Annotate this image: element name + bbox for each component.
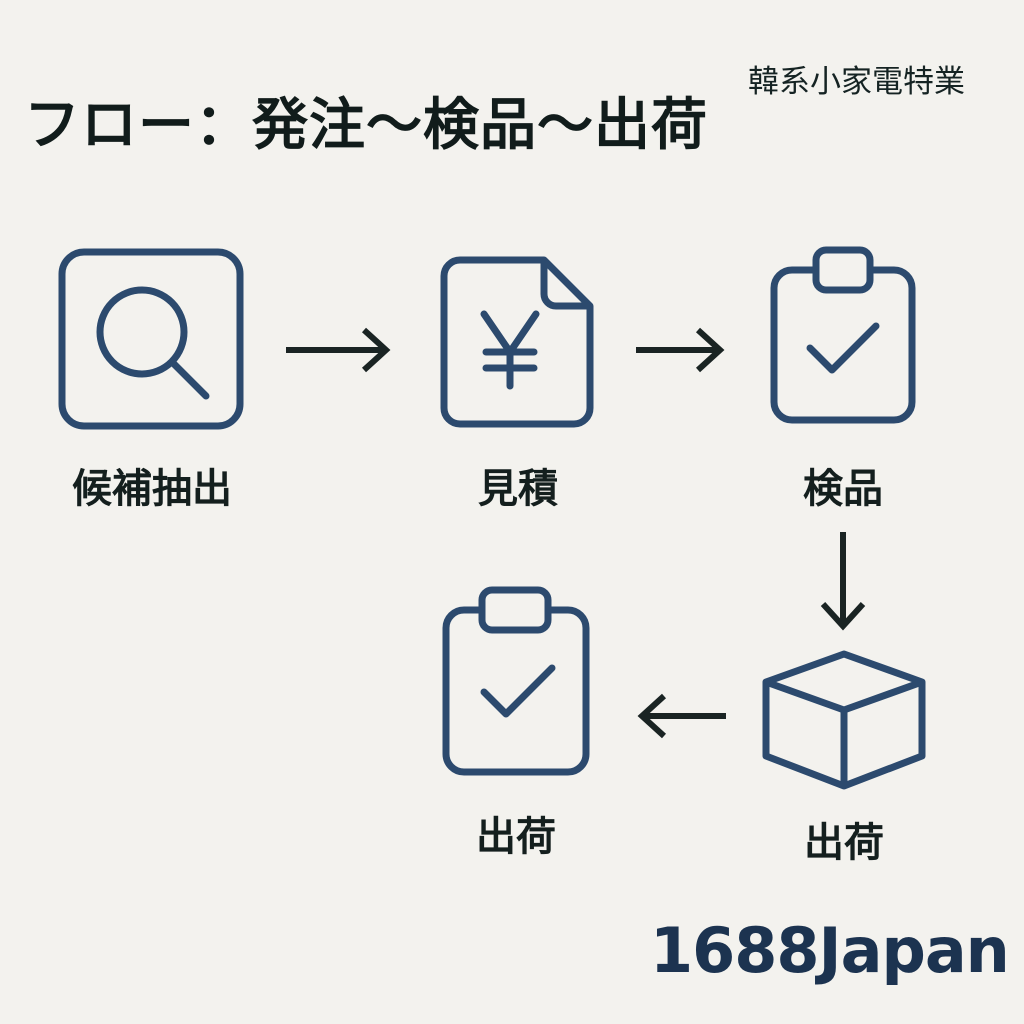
yen-document-icon	[440, 256, 596, 428]
clipboard-check-icon	[770, 246, 916, 426]
step-label-estimate: 見積	[478, 466, 558, 512]
arrow-right-icon	[634, 326, 726, 374]
brand-logo: 1688Japan	[650, 914, 1010, 987]
diagram-subtitle: 韓系小家電特業	[748, 64, 965, 100]
step-label-shipping: 出荷	[804, 820, 884, 866]
clipboard-check-icon	[442, 586, 590, 776]
arrow-left-icon	[636, 692, 728, 740]
diagram-title: フロー：発注〜検品〜出荷	[24, 93, 708, 158]
box-icon	[760, 648, 928, 792]
arrow-right-icon	[284, 326, 392, 374]
arrow-down-icon	[818, 530, 868, 634]
step-label-candidate-extraction: 候補抽出	[72, 466, 232, 512]
search-icon	[58, 248, 246, 430]
step-label-shipping-final: 出荷	[476, 814, 556, 860]
step-label-inspection: 検品	[803, 466, 883, 512]
